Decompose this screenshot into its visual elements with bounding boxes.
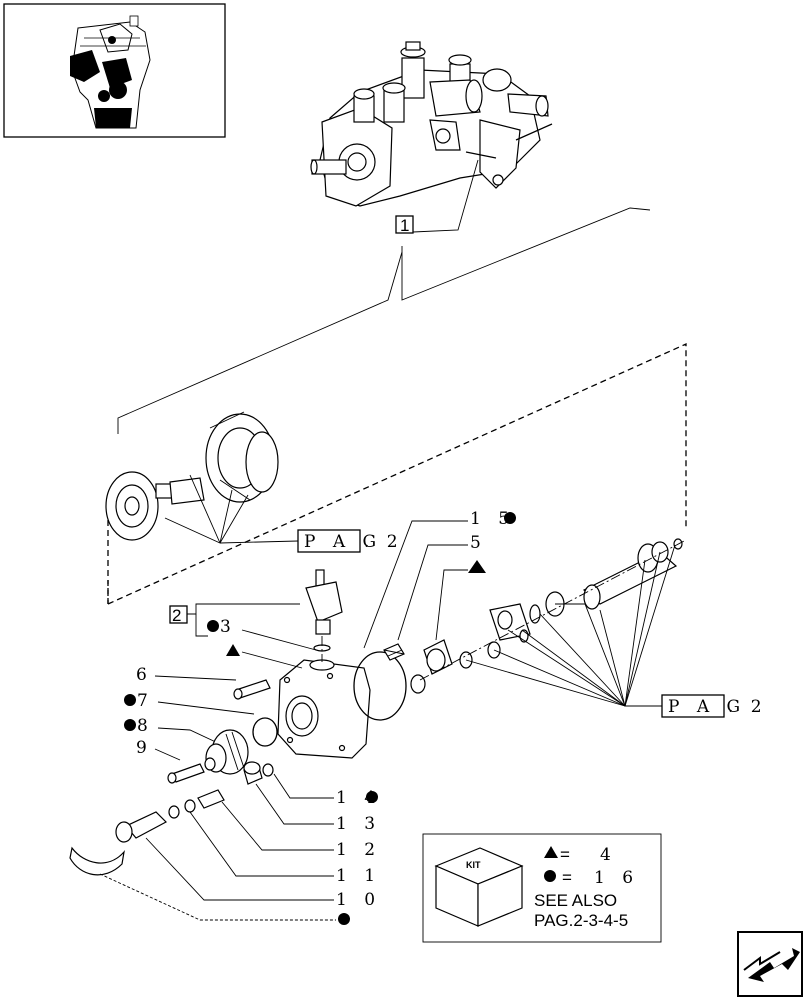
svg-text:1 1: 1 1 bbox=[336, 866, 381, 886]
callout-10[interactable]: 1 0 bbox=[145, 837, 381, 910]
svg-text:. 2: . 2 bbox=[364, 532, 404, 552]
callout-6[interactable]: 6 bbox=[136, 665, 271, 700]
svg-text:3: 3 bbox=[220, 617, 237, 637]
svg-text:1 6: 1 6 bbox=[594, 868, 639, 888]
page-ref-left[interactable]: P A G . 2 bbox=[219, 529, 404, 553]
svg-text:P A G: P A G bbox=[304, 532, 382, 552]
svg-text:9: 9 bbox=[136, 738, 153, 758]
solenoid-valve bbox=[305, 569, 343, 662]
kit-box-icon: KIT bbox=[434, 847, 524, 927]
svg-text:4: 4 bbox=[600, 845, 617, 865]
svg-text:PAG.2-3-4-5: PAG.2-3-4-5 bbox=[534, 911, 628, 930]
triangle-legend-icon bbox=[544, 846, 558, 858]
callout-2[interactable]: 2 bbox=[169, 603, 300, 637]
svg-text:1 5: 1 5 bbox=[470, 509, 515, 529]
rotor-subassembly bbox=[105, 411, 279, 541]
callout-5[interactable]: 5 bbox=[397, 533, 487, 641]
svg-text:1 2: 1 2 bbox=[336, 840, 381, 860]
engine-thumbnail-icon[interactable] bbox=[3, 3, 226, 138]
callout-1[interactable]: 1 bbox=[395, 159, 479, 235]
kit-legend: KIT = 4 = 1 6 SEE ALSO PAG.2-3-4-5 bbox=[422, 833, 662, 943]
svg-text:P A G: P A G bbox=[668, 697, 746, 717]
svg-text:SEE ALSO: SEE ALSO bbox=[534, 891, 617, 910]
callout-15[interactable]: 1 5 bbox=[363, 509, 516, 649]
svg-text:5: 5 bbox=[470, 533, 487, 553]
svg-text:8: 8 bbox=[137, 716, 154, 736]
callout-7[interactable]: 7 bbox=[124, 691, 278, 747]
svg-text:1 4: 1 4 bbox=[336, 788, 381, 808]
svg-text:=: = bbox=[560, 845, 570, 864]
svg-text:1 3: 1 3 bbox=[336, 814, 381, 834]
triangle-housing bbox=[226, 644, 303, 669]
svg-text:7: 7 bbox=[137, 691, 154, 711]
callout-12[interactable]: 1 2 bbox=[221, 801, 381, 860]
circle-legend-icon bbox=[544, 870, 556, 882]
delivery-valve-parts bbox=[69, 761, 274, 876]
svg-text:6: 6 bbox=[136, 665, 153, 685]
pump-housing bbox=[277, 643, 407, 759]
callout-3[interactable]: 3 bbox=[207, 617, 317, 651]
next-page-arrow-icon[interactable] bbox=[737, 931, 803, 997]
triangle-marker bbox=[435, 560, 486, 641]
drive-shaft-assembly bbox=[410, 538, 683, 694]
svg-text:2: 2 bbox=[172, 606, 181, 625]
detail-zoom-lines bbox=[401, 207, 651, 301]
injection-pump-assembly bbox=[310, 41, 553, 207]
callout-9[interactable]: 9 bbox=[136, 738, 216, 784]
callout-14[interactable]: 1 4 bbox=[273, 773, 381, 808]
svg-text:. 2: . 2 bbox=[728, 697, 768, 717]
svg-text:=: = bbox=[562, 868, 572, 887]
svg-text:1 0: 1 0 bbox=[336, 890, 381, 910]
page-ref-right[interactable]: P A G . 2 bbox=[625, 694, 768, 718]
svg-text:KIT: KIT bbox=[466, 860, 481, 870]
callout-seal[interactable] bbox=[99, 873, 350, 925]
callout-13[interactable]: 1 3 bbox=[255, 783, 381, 834]
callout-11[interactable]: 1 1 bbox=[189, 811, 381, 886]
detail-boundary bbox=[107, 342, 687, 605]
svg-text:1: 1 bbox=[400, 216, 409, 235]
